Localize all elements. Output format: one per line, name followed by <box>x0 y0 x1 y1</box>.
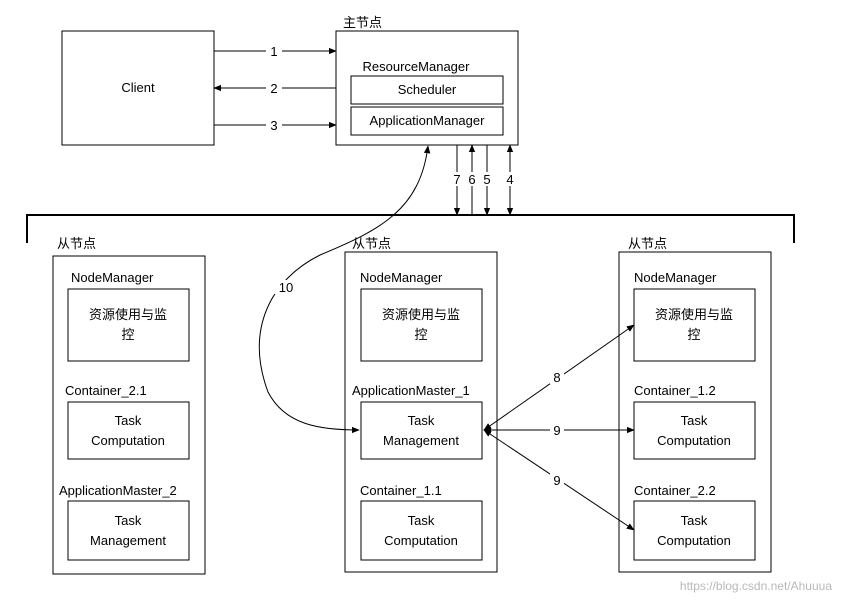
appmanager-box <box>350 106 504 136</box>
slave-3-title: 从节点 <box>628 237 667 252</box>
slave-3-task-a-line1: Task <box>681 413 708 428</box>
slave-2-container-b: Container_1.1 <box>360 483 442 498</box>
slave-2-task-a-line2: Management <box>383 433 459 448</box>
slave-1-task-b-line2: Management <box>90 533 166 548</box>
slave-1-task-a-line1: Task <box>115 413 142 428</box>
slave-3-container-a: Container_1.2 <box>634 383 716 398</box>
slave-3-task-b-box <box>633 500 756 561</box>
edge-9b-label: 9 <box>553 473 560 488</box>
client-node: Client <box>61 30 215 146</box>
edge-2-label: 2 <box>270 81 277 96</box>
slave-3-container-b: Container_2.2 <box>634 483 716 498</box>
slave-3-resource-line1: 资源使用与监 <box>655 307 733 323</box>
watermark-text: https://blog.csdn.net/Ahuuua <box>680 579 832 593</box>
scheduler-label: Scheduler <box>398 82 457 97</box>
slave-3-task-a-box <box>633 401 756 460</box>
master-title: 主节点 <box>343 16 382 31</box>
slave-1-resource-line1: 资源使用与监 <box>89 307 167 323</box>
slave-1-title: 从节点 <box>57 237 96 252</box>
edge-5-label: 5 <box>483 172 490 187</box>
master-node: ResourceManager Scheduler ApplicationMan… <box>335 30 519 146</box>
slave-2-resource-line1: 资源使用与监 <box>382 307 460 323</box>
edge-9a-label: 9 <box>553 423 560 438</box>
client-label: Client <box>121 80 155 95</box>
slave-3-task-a-line2: Computation <box>657 433 731 448</box>
slave-node-3: NodeManager 资源使用与监 控 Container_1.2 Task … <box>618 251 772 573</box>
appmanager-label: ApplicationManager <box>370 113 486 128</box>
slave-3-task-b-line1: Task <box>681 513 708 528</box>
edge-8-label: 8 <box>553 370 560 385</box>
resourcemanager-label: ResourceManager <box>363 59 471 74</box>
slave-1-container-a: Container_2.1 <box>65 383 147 398</box>
slave-2-task-b-line2: Computation <box>384 533 458 548</box>
slave-2-task-a-box <box>360 401 483 460</box>
edge-4-label: 4 <box>506 172 513 187</box>
edge-10 <box>259 145 431 434</box>
slave-1-resource-line2: 控 <box>121 328 134 343</box>
slave-2-task-b-line1: Task <box>408 513 435 528</box>
slave-1-container-b: ApplicationMaster_2 <box>59 483 177 498</box>
slave-1-task-a-line2: Computation <box>91 433 165 448</box>
slave-1-resource-box <box>67 288 190 362</box>
edge-10-label: 10 <box>279 280 293 295</box>
scheduler-box <box>350 75 504 105</box>
slave-node-1: NodeManager 资源使用与监 控 Container_2.1 Task … <box>52 255 206 575</box>
edge-7-label: 7 <box>453 172 460 187</box>
slave-2-resource-box <box>360 288 483 362</box>
slave-2-container-a: ApplicationMaster_1 <box>352 383 470 398</box>
slave-1-task-b-line1: Task <box>115 513 142 528</box>
edge-3-label: 3 <box>270 118 277 133</box>
edge-1-label: 1 <box>270 44 277 59</box>
cluster-bracket <box>26 214 795 243</box>
slave-3-nodemanager: NodeManager <box>634 270 717 285</box>
slave-3-resource-box <box>633 288 756 362</box>
slave-3-task-b-line2: Computation <box>657 533 731 548</box>
slave-2-nodemanager: NodeManager <box>360 270 443 285</box>
edge-6-label: 6 <box>468 172 475 187</box>
slave-1-task-b-box <box>67 500 190 561</box>
slave-2-task-b-box <box>360 500 483 561</box>
slave-3-resource-line2: 控 <box>687 328 700 343</box>
slave-2-task-a-line1: Task <box>408 413 435 428</box>
slave-1-task-a-box <box>67 401 190 460</box>
slave-1-nodemanager: NodeManager <box>71 270 154 285</box>
slave-2-resource-line2: 控 <box>414 328 427 343</box>
slave-2-title: 从节点 <box>352 237 391 252</box>
slave-node-2: NodeManager 资源使用与监 控 ApplicationMaster_1… <box>344 251 498 573</box>
